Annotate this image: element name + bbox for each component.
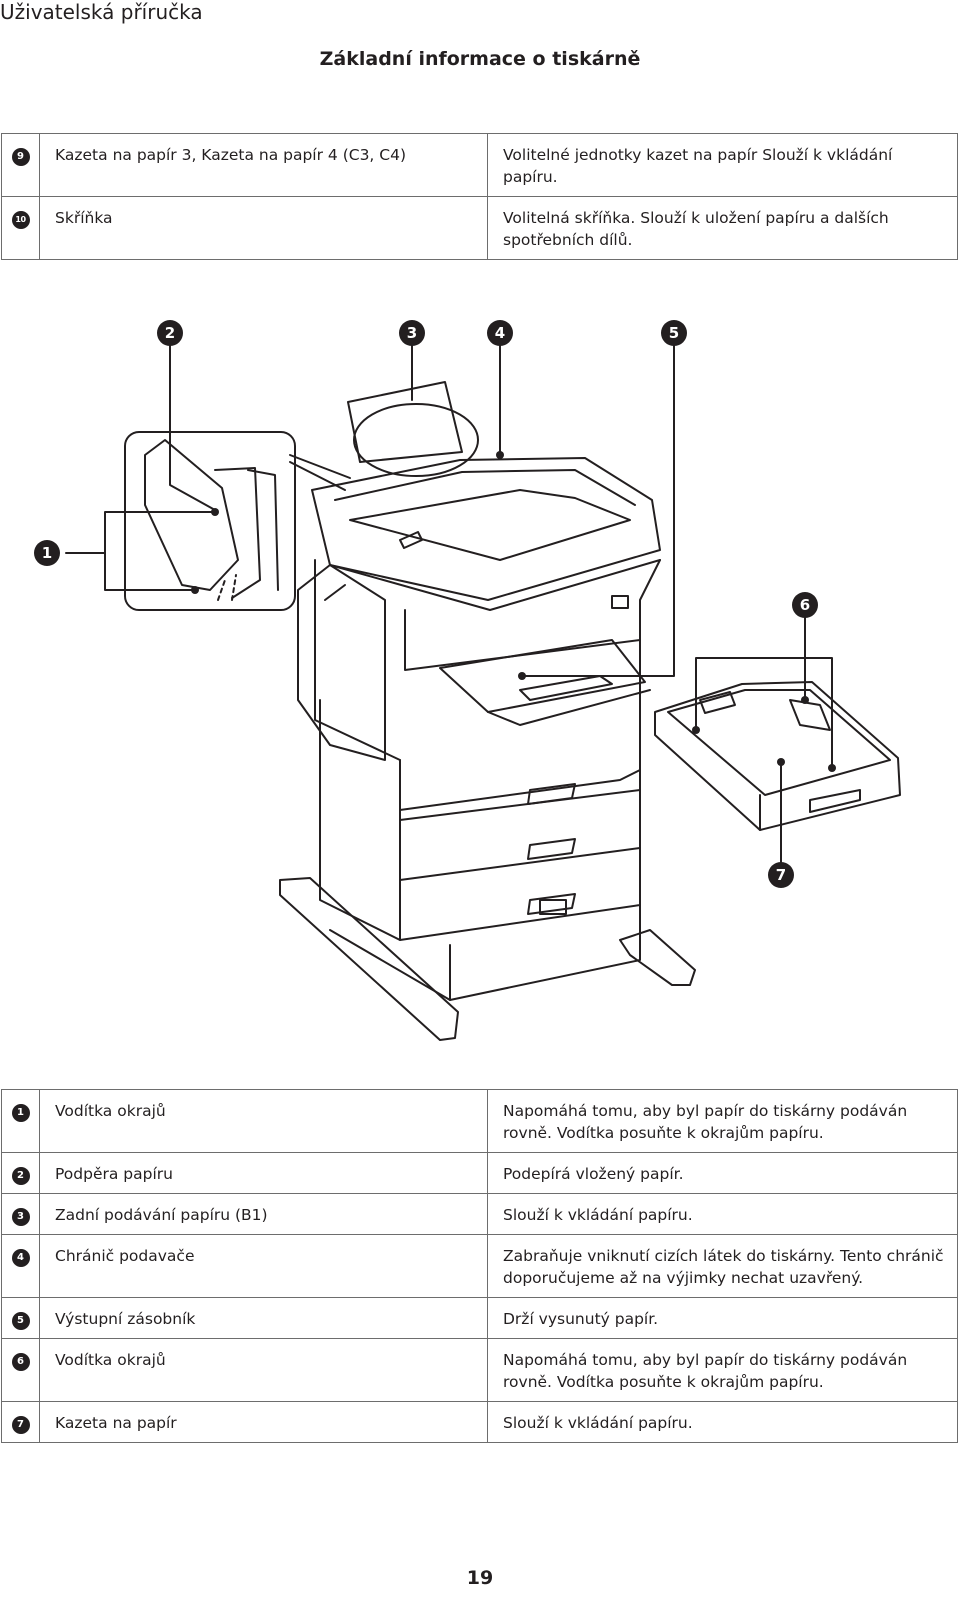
table-row: 1 Vodítka okrajů Napomáhá tomu, aby byl …: [1, 1089, 958, 1153]
callout-1-marker: [34, 540, 60, 566]
part-name: Zadní podávání papíru (B1): [39, 1193, 488, 1235]
rear-feed-circle: [353, 403, 479, 477]
table-row: 3 Zadní podávání papíru (B1) Slouží k vk…: [1, 1193, 958, 1235]
leader-2: [169, 341, 216, 511]
stand-right: [619, 929, 696, 986]
inset-paper-support: [144, 439, 239, 591]
parts-table-top: 9 Kazeta na papír 3, Kazeta na papír 4 (…: [1, 133, 958, 260]
part-name: Vodítka okrajů: [39, 1338, 488, 1402]
callout-7-label: 7: [776, 866, 786, 884]
part-description: Drží vysunutý papír.: [487, 1297, 958, 1339]
parts-table-bottom: 1 Vodítka okrajů Napomáhá tomu, aby byl …: [1, 1089, 958, 1443]
callout-3-label: 3: [407, 324, 417, 342]
item-number-badge: 6: [11, 1352, 30, 1371]
table-row: 9 Kazeta na papír 3, Kazeta na papír 4 (…: [1, 133, 958, 197]
callout-6-marker: [792, 592, 818, 618]
part-name: Chránič podavače: [39, 1234, 488, 1298]
callout-4-label: 4: [495, 324, 505, 342]
item-number-badge: 4: [11, 1248, 30, 1267]
cabinet: [329, 904, 641, 1001]
part-description: Slouží k vkládání papíru.: [487, 1193, 958, 1235]
item-number-badge: 1: [11, 1103, 30, 1122]
table-row: 4 Chránič podavače Zabraňuje vniknutí ci…: [1, 1234, 958, 1298]
output-tray: [439, 639, 646, 713]
item-number-badge: 2: [11, 1166, 30, 1185]
callout-5-label: 5: [669, 324, 679, 342]
part-description: Slouží k vkládání papíru.: [487, 1401, 958, 1443]
inset-frame: [124, 431, 296, 611]
callout-markers: 1 2 3 4 5 6 7: [34, 320, 818, 888]
paper-cassette: [654, 681, 901, 831]
item-number-badge: 5: [11, 1311, 30, 1330]
callout-2-marker: [157, 320, 183, 346]
printer-body: [314, 559, 661, 811]
part-name: Vodítka okrajů: [39, 1089, 488, 1153]
table-row: 6 Vodítka okrajů Napomáhá tomu, aby byl …: [1, 1338, 958, 1402]
page-number: 19: [466, 1567, 494, 1589]
cassette-2: [399, 789, 641, 881]
table-row: 10 Skříňka Volitelná skříňka. Slouží k u…: [1, 196, 958, 260]
item-number-badge: 7: [11, 1415, 30, 1434]
leader-1: [65, 511, 216, 591]
part-description: Napomáhá tomu, aby byl papír do tiskárny…: [487, 1089, 958, 1153]
leader-6: [695, 616, 833, 769]
part-name: Skříňka: [39, 196, 488, 260]
part-name: Výstupní zásobník: [39, 1297, 488, 1339]
stand-left: [279, 877, 459, 1041]
cassette-3: [399, 847, 641, 941]
printer-illustration: 1 2 3 4 5 6 7: [34, 320, 901, 1041]
callout-4-marker: [487, 320, 513, 346]
callout-2-label: 2: [165, 324, 175, 342]
section-title: Základní informace o tiskárně: [319, 48, 641, 70]
table-row: 2 Podpěra papíru Podepírá vložený papír.: [1, 1152, 958, 1194]
item-number-badge: 3: [11, 1207, 30, 1226]
table-row: 5 Výstupní zásobník Drží vysunutý papír.: [1, 1297, 958, 1339]
adf-unit: [311, 457, 661, 601]
part-name: Kazeta na papír: [39, 1401, 488, 1443]
rear-paper-support: [347, 381, 463, 463]
front-door: [297, 564, 386, 761]
item-number-badge: 10: [11, 210, 30, 229]
item-number-badge: 9: [11, 147, 30, 166]
callout-1-label: 1: [42, 544, 52, 562]
part-description: Napomáhá tomu, aby byl papír do tiskárny…: [487, 1338, 958, 1402]
table-row: 7 Kazeta na papír Slouží k vkládání papí…: [1, 1401, 958, 1443]
part-name: Podpěra papíru: [39, 1152, 488, 1194]
callout-5-marker: [661, 320, 687, 346]
callout-6-label: 6: [800, 596, 810, 614]
part-description: Zabraňuje vniknutí cizích látek do tiská…: [487, 1234, 958, 1298]
callout-3-marker: [399, 320, 425, 346]
part-description: Volitelná skříňka. Slouží k uložení papí…: [487, 196, 958, 260]
callout-7-marker: [768, 862, 794, 888]
part-name: Kazeta na papír 3, Kazeta na papír 4 (C3…: [39, 133, 488, 197]
part-description: Volitelné jednotky kazet na papír Slouží…: [487, 133, 958, 197]
part-description: Podepírá vložený papír.: [487, 1152, 958, 1194]
running-header: Uživatelská příručka: [0, 0, 203, 24]
leader-5: [521, 341, 675, 677]
